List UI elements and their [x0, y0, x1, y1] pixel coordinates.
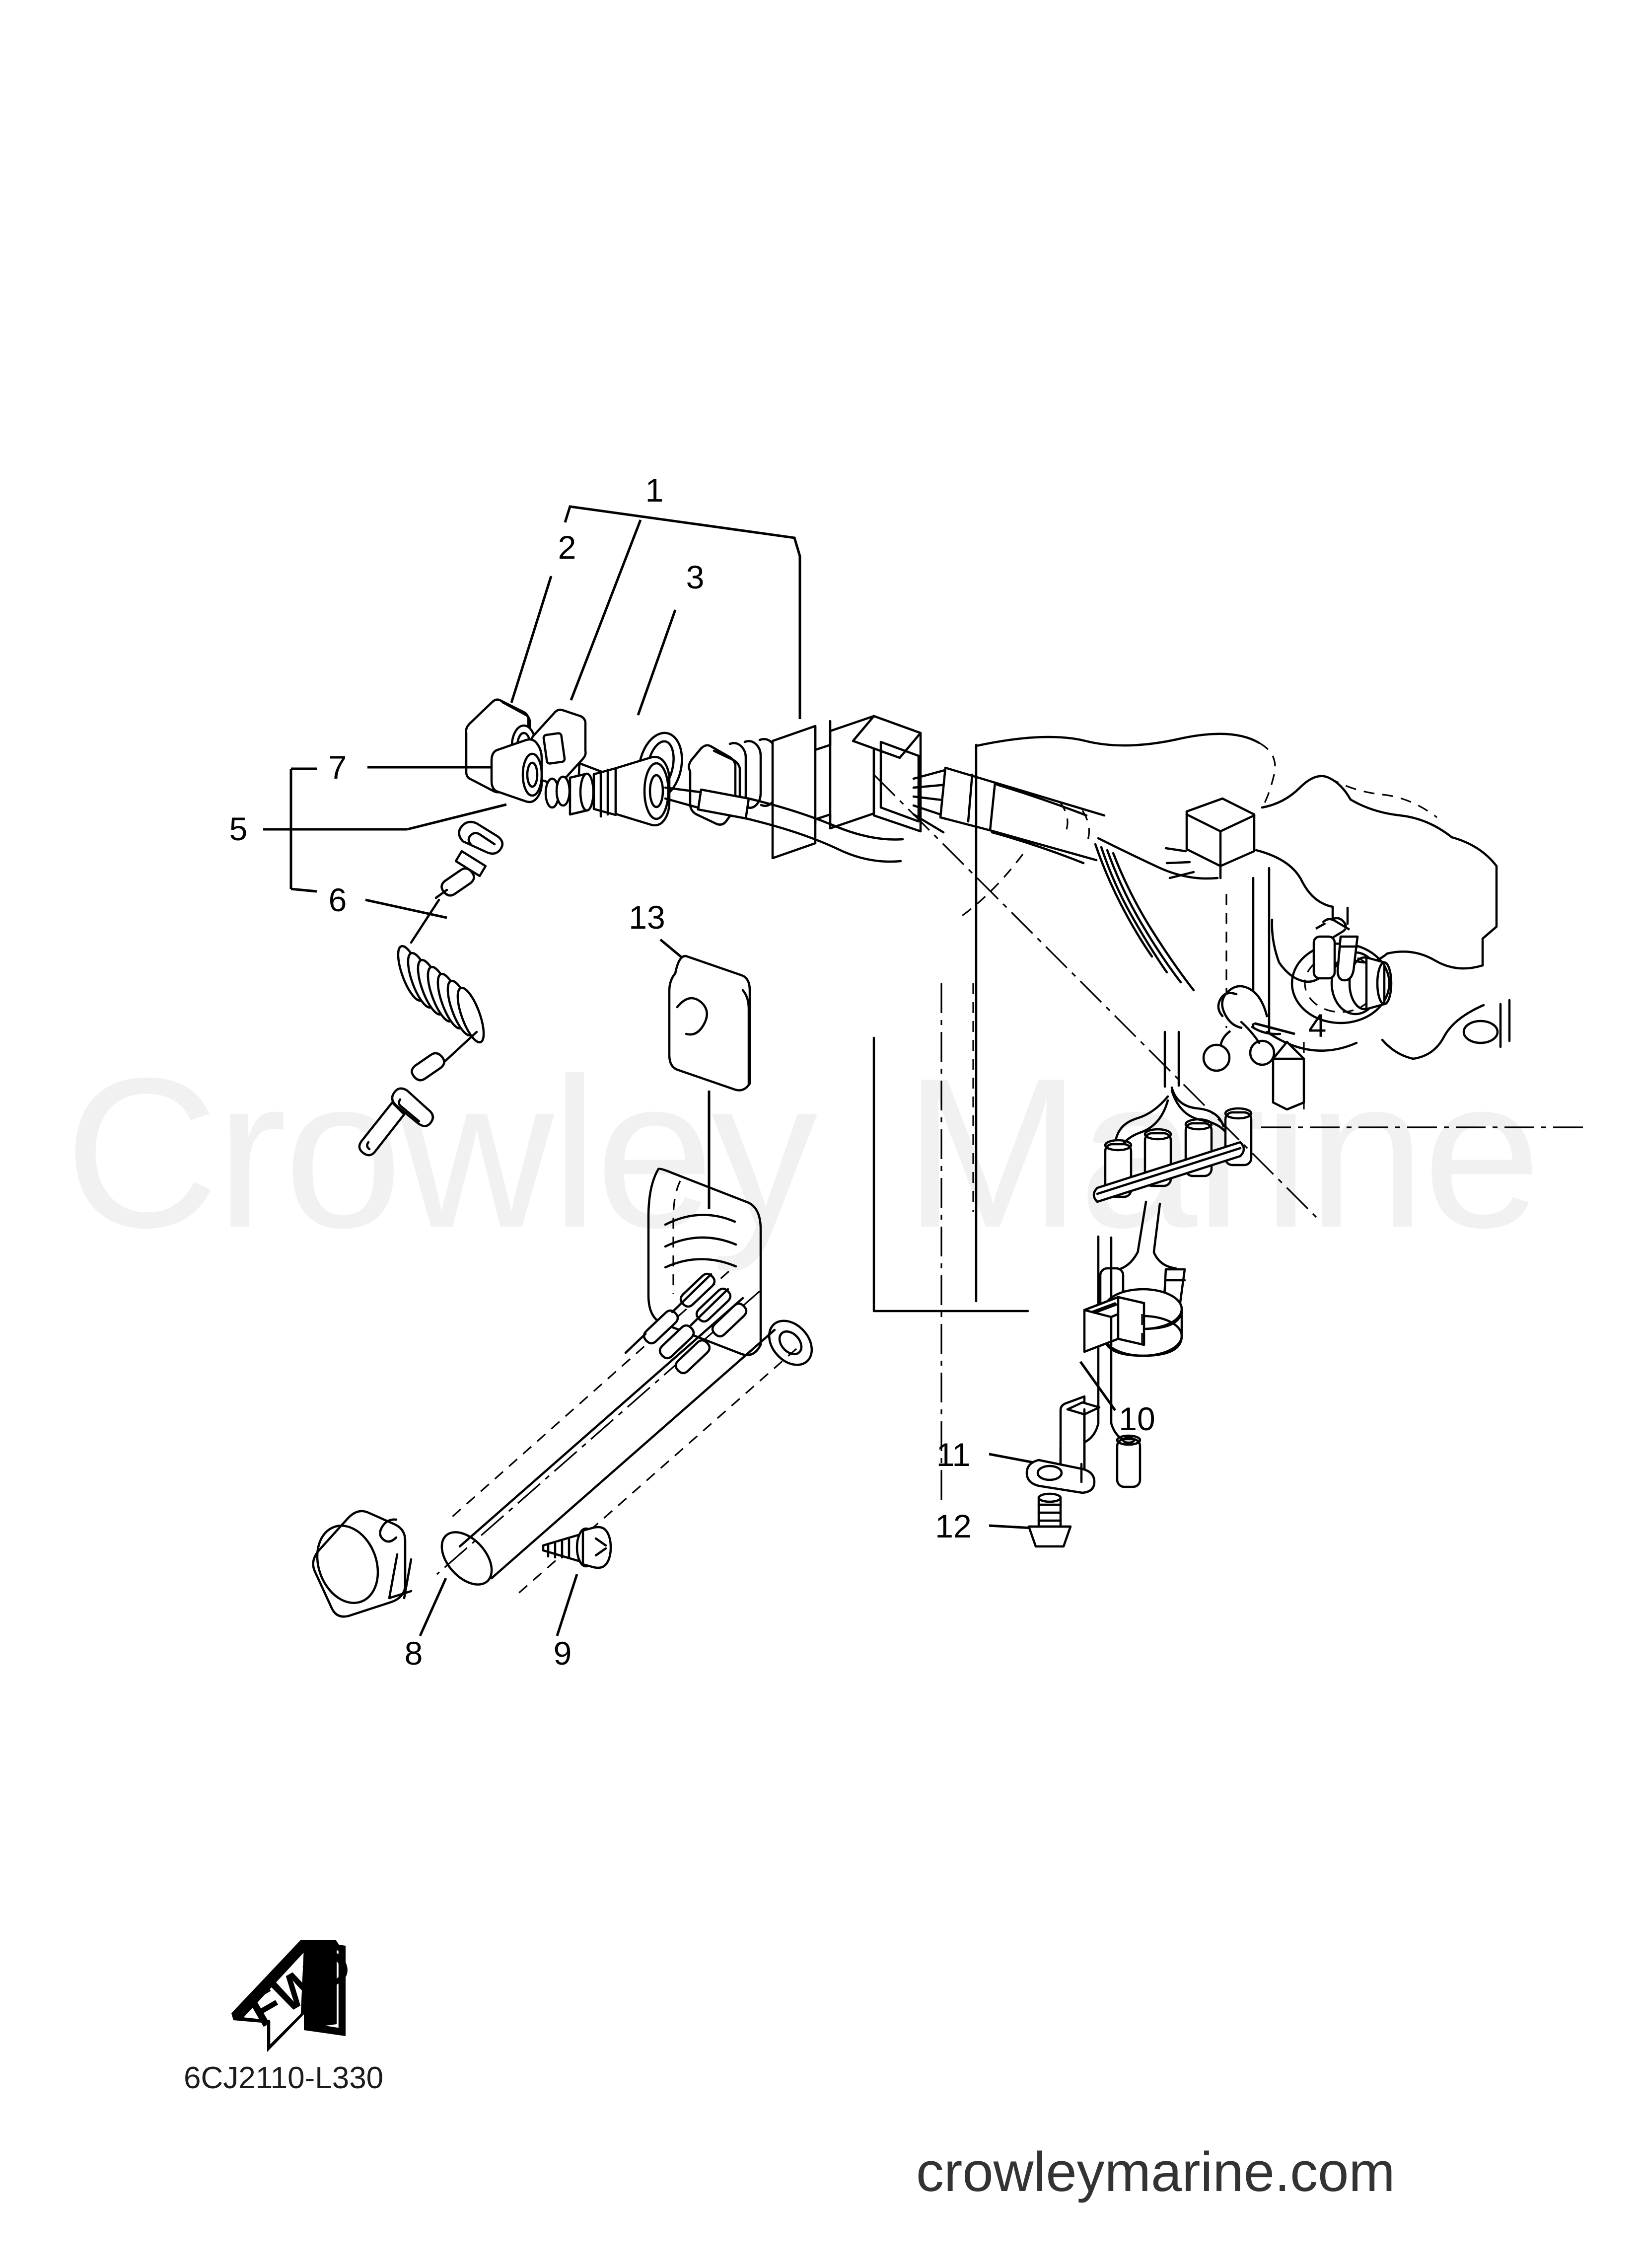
watermark: Crowley Marine — [65, 1034, 1541, 1273]
callout-label-11: 11 — [936, 1436, 971, 1473]
callout-label-10: 10 — [1119, 1400, 1155, 1437]
part-tiller-handle-cover — [659, 939, 751, 1209]
part-main-switch-body — [688, 715, 1106, 862]
callout-label-13: 13 — [629, 899, 665, 936]
part-engine-stop-switch — [544, 755, 904, 863]
callout-1-leader — [570, 519, 642, 701]
grommet-screw-group — [312, 1510, 612, 1637]
tiller-connectors — [624, 1272, 748, 1375]
callout-label-12: 12 — [935, 1508, 971, 1544]
engine-mount-bracket — [975, 732, 1511, 1111]
callout-10-leader — [1079, 1361, 1117, 1411]
part-wire-clamp — [1202, 985, 1295, 1072]
callout-label-4: 4 — [1308, 1007, 1327, 1044]
part-switch-boot-cap — [490, 738, 543, 804]
callout-3-leader — [637, 609, 677, 716]
part-warning-buzzer — [1083, 1288, 1183, 1357]
callout-9-leader — [556, 1574, 578, 1636]
callout-label-7: 7 — [329, 749, 347, 786]
callout-8-leader — [419, 1577, 447, 1637]
diagram-reference-code: 6CJ2110-L330 — [184, 2061, 383, 2095]
callout-5-leader-2 — [407, 803, 507, 831]
callout-label-3: 3 — [686, 559, 705, 595]
tiller-handle-assembly — [436, 1168, 813, 1596]
callout-label-2: 2 — [558, 529, 576, 566]
callout-label-5: 5 — [229, 810, 248, 847]
stop-switch-group — [263, 738, 904, 1157]
callout-label-9: 9 — [554, 1635, 572, 1672]
part-lanyard-cord — [358, 820, 504, 1157]
lanyard-coil — [397, 945, 485, 1044]
callout-5-bracket-bottom — [290, 887, 317, 893]
callout-label-6: 6 — [329, 881, 347, 918]
callout-1-bracket — [564, 505, 801, 557]
part-bracket-bolt — [1027, 1492, 1072, 1548]
footer-site-url[interactable]: crowleymarine.com — [916, 2141, 1395, 2203]
callout-6-leader — [365, 898, 447, 919]
fwd-orientation-marker: FWD — [231, 1937, 360, 2052]
callout-label-1: 1 — [645, 472, 664, 509]
part-cable-grommet — [312, 1510, 413, 1618]
callout-4-leader — [1253, 1022, 1295, 1035]
part-pan-head-screw — [542, 1526, 612, 1569]
callout-label-8: 8 — [405, 1635, 423, 1672]
callout-2-leader — [510, 576, 553, 703]
callout-labels: 1 2 3 4 5 6 7 8 9 10 11 12 13 — [229, 472, 1327, 1672]
buzzer-group — [989, 1288, 1183, 1548]
part-buzzer-bracket — [1025, 1395, 1101, 1494]
bullet-connector-bank — [1092, 1030, 1253, 1203]
